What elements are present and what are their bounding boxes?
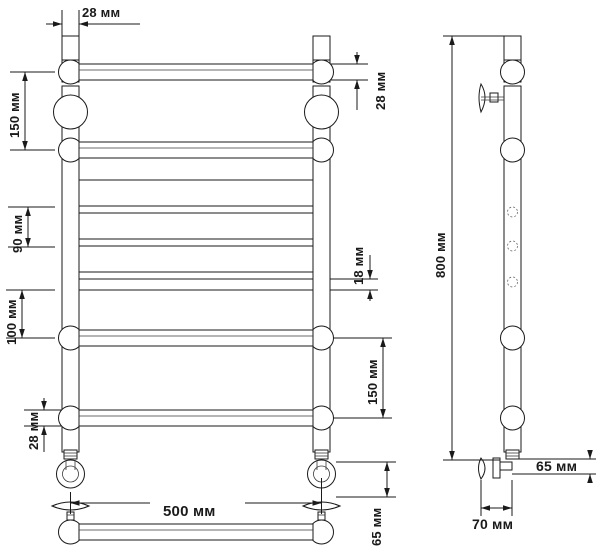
side-view-geometry — [478, 35, 525, 480]
bottom-bar-detail — [50, 501, 342, 545]
right-post — [304, 35, 339, 489]
dim-left-90 — [8, 206, 55, 248]
dim-left-100 — [6, 289, 55, 339]
dim-label-top-28: 28 мм — [82, 5, 121, 20]
round-rungs — [78, 63, 314, 427]
dim-top-28 — [46, 10, 140, 40]
left-post — [53, 35, 88, 489]
dim-left-150 — [10, 71, 55, 151]
dim-bottom-65 — [336, 461, 396, 498]
dim-side-65 — [512, 450, 596, 483]
dim-left-bottom-28 — [24, 398, 62, 452]
dim-right-150 — [333, 337, 392, 419]
dim-label-right-top-28: 28 мм — [373, 71, 388, 110]
dim-label-side-70: 70 мм — [472, 516, 514, 532]
dim-label-left-150: 150 мм — [7, 92, 22, 138]
dim-label-bottom-65: 65 мм — [369, 507, 384, 546]
dim-side-70 — [480, 480, 513, 516]
dim-label-left-bottom-28: 28 мм — [26, 411, 41, 450]
dim-right-18 — [330, 255, 378, 301]
dim-label-side-800: 800 мм — [433, 232, 448, 278]
flat-shelf-rungs — [78, 179, 314, 291]
dim-label-right-150: 150 мм — [365, 359, 380, 405]
front-view-geometry — [53, 35, 339, 489]
dim-label-right-18: 18 мм — [351, 246, 366, 285]
dim-label-bottom-500: 500 мм — [163, 503, 216, 520]
dim-label-left-100: 100 мм — [4, 299, 19, 345]
dim-right-top-28 — [330, 52, 368, 110]
dim-bottom-500 — [70, 478, 322, 514]
dim-label-left-90: 90 мм — [10, 214, 25, 253]
dim-side-800 — [443, 35, 521, 461]
dim-label-side-65: 65 мм — [536, 458, 578, 474]
